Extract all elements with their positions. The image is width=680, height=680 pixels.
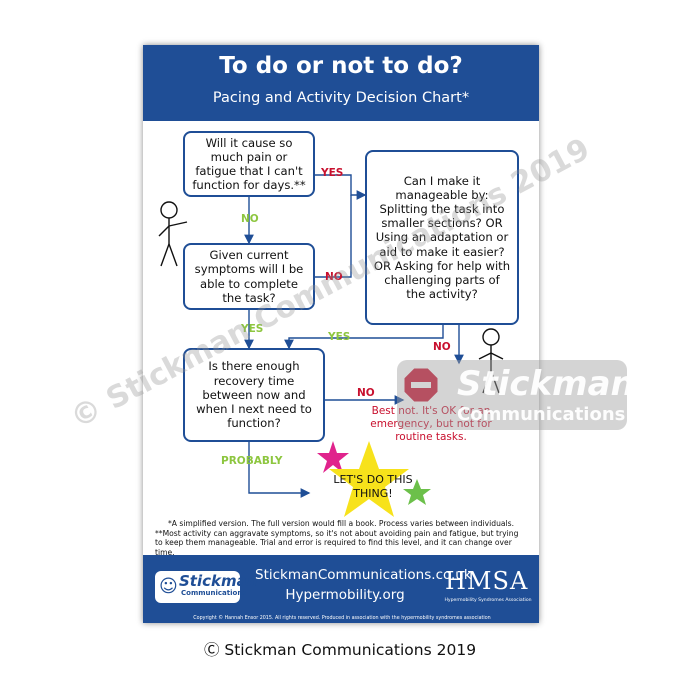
logo-sub-text: Communications	[181, 589, 247, 597]
best-not-text: Best not. It's OK for an emergency, but …	[370, 405, 492, 443]
poster-header: To do or not to do? Pacing and Activity …	[143, 45, 539, 121]
label-probably: PROBABLY	[221, 455, 283, 467]
stickman-pointing-icon	[158, 201, 188, 267]
label-no-3: NO	[433, 341, 451, 353]
poster-subtitle: Pacing and Activity Decision Chart*	[212, 90, 470, 106]
label-no-1: NO	[241, 213, 259, 225]
logo-main-text: Stickman	[179, 572, 258, 590]
label-yes-3: YES	[328, 331, 351, 343]
website-link-hypermobility[interactable]: Hypermobility.org	[285, 587, 405, 603]
watermark-logo-main: Stickman	[457, 364, 635, 404]
stickman-upset-icon	[478, 328, 504, 394]
stickman-logo-icon: ☺	[159, 576, 178, 597]
question-box-complete-task: Given current symptoms will I be able to…	[183, 243, 315, 310]
hmsa-subtitle: Hypermobility Syndromes Association	[444, 598, 532, 603]
question-box-manageable: Can I make it manageable by: Splitting t…	[365, 150, 519, 325]
watermark-logo-sub: Communications	[457, 404, 626, 425]
hmsa-logo: HMSA	[445, 567, 529, 595]
footer-copyright: Copyright © Hannah Ensor 2015. All right…	[193, 616, 491, 621]
poster-title: To do or not to do?	[219, 53, 463, 79]
website-link-stickman[interactable]: StickmanCommunications.co.uk	[255, 567, 472, 583]
star-burst-icon	[317, 441, 431, 517]
flow-connectors	[244, 174, 464, 498]
watermark-logo: Stickman Communications	[397, 360, 635, 430]
label-no-4: NO	[357, 387, 375, 399]
footnote-2: **Most activity can aggravate symptoms, …	[155, 529, 519, 557]
bottom-copyright: Ⓒ Stickman Communications 2019	[203, 641, 477, 659]
footnote-1: *A simplified version. The full version …	[167, 519, 515, 528]
label-yes-2: YES	[241, 323, 264, 335]
label-no-2: NO	[325, 271, 343, 283]
poster: To do or not to do? Pacing and Activity …	[143, 45, 539, 623]
poster-footer: ☺ Stickman Communications StickmanCommun…	[143, 555, 539, 623]
label-yes-1: YES	[321, 167, 344, 179]
stickman-logo: ☺ Stickman Communications	[155, 571, 257, 603]
star-text: LET'S DO THIS THING!	[333, 473, 413, 500]
question-box-pain-fatigue: Will it cause so much pain or fatigue th…	[183, 131, 315, 197]
stop-sign-icon	[403, 367, 439, 403]
question-box-recovery-time: Is there enough recovery time between no…	[183, 348, 325, 442]
